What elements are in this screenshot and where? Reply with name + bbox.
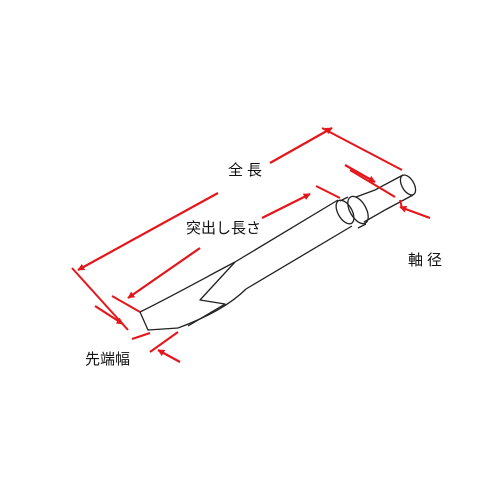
- collar-ring-2: [335, 199, 355, 225]
- tip-edge: [139, 311, 179, 331]
- facet-line: [187, 261, 236, 327]
- total-length-arrow-right: [269, 127, 333, 164]
- blade-bottom: [177, 288, 247, 329]
- shaft-diameter-arrow-bottom: [399, 205, 431, 220]
- chisel-outline: [139, 174, 417, 331]
- shank-bottom: [384, 194, 414, 211]
- body-bottom: [245, 225, 353, 290]
- blade-top: [139, 261, 236, 313]
- label-shaft-diameter: 軸径: [408, 251, 447, 269]
- dimension-arrows: [77, 127, 431, 363]
- collar: [355, 189, 386, 223]
- tip-width-arrow-top: [94, 305, 124, 325]
- tip-width-arrow-bottom: [157, 349, 181, 363]
- collar-ring: [347, 195, 369, 225]
- protrusion-arrow-right: [261, 193, 311, 219]
- label-protrusion-length: 突出し長さ: [186, 219, 262, 237]
- shaft-diameter-arrow-top: [344, 164, 376, 183]
- label-total-length: 全長: [228, 161, 267, 179]
- label-tip-width: 先端幅: [85, 350, 131, 368]
- total-length-arrow-left: [77, 192, 219, 271]
- body-top: [234, 199, 339, 263]
- protrusion-arrow-left: [127, 247, 201, 299]
